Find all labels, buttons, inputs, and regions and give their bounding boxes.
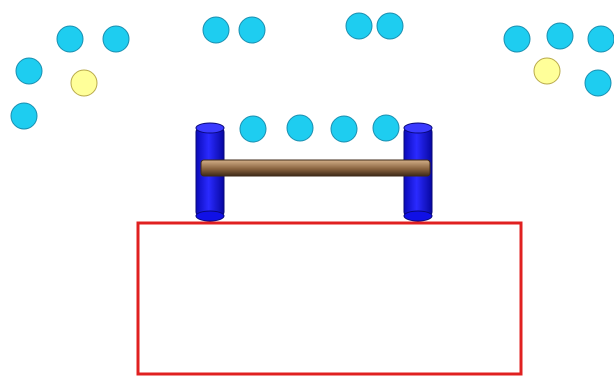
blue-ball[interactable] <box>377 13 403 39</box>
blue-ball[interactable] <box>588 26 614 52</box>
yellow-ball[interactable] <box>534 58 560 84</box>
blue-ball[interactable] <box>331 116 357 142</box>
blue-ball[interactable] <box>287 115 313 141</box>
wooden-crossbar[interactable] <box>201 160 430 176</box>
blue-ball[interactable] <box>547 23 573 49</box>
blue-ball[interactable] <box>240 116 266 142</box>
yellow-ball[interactable] <box>71 70 97 96</box>
blue-ball[interactable] <box>346 13 372 39</box>
blue-ball[interactable] <box>373 115 399 141</box>
blue-ball[interactable] <box>504 26 530 52</box>
blue-ball[interactable] <box>203 17 229 43</box>
blue-ball[interactable] <box>103 26 129 52</box>
blue-ball[interactable] <box>16 58 42 84</box>
blue-ball[interactable] <box>585 70 611 96</box>
blue-ball[interactable] <box>57 26 83 52</box>
blue-ball[interactable] <box>11 103 37 129</box>
blue-ball[interactable] <box>239 17 265 43</box>
